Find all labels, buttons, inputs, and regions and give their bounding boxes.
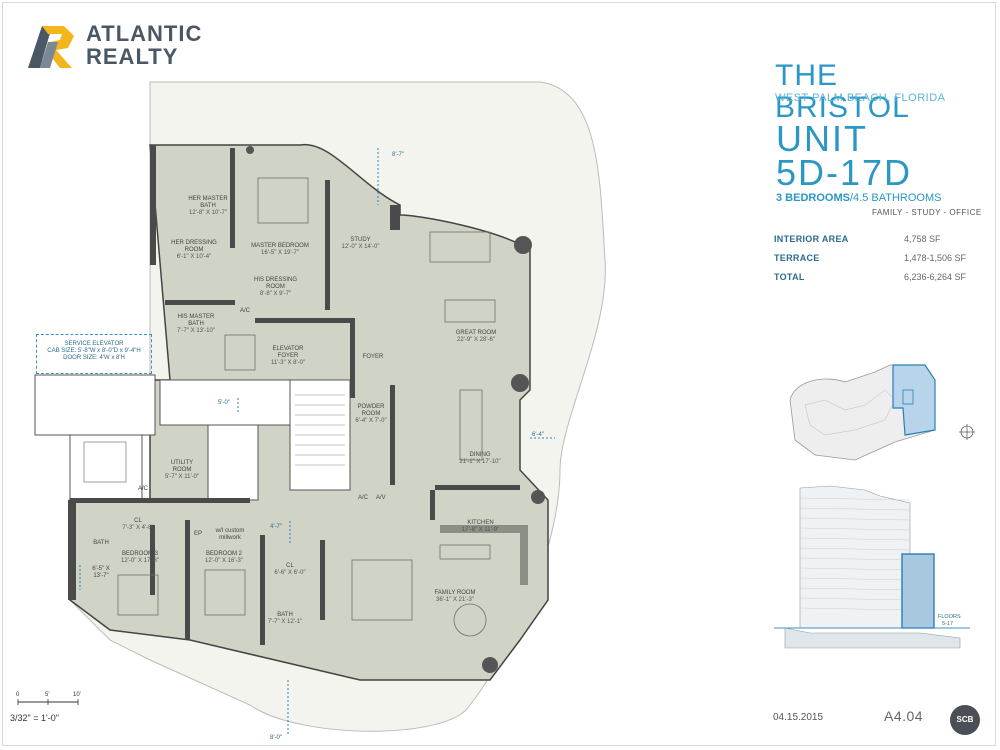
unit-label: UNIT: [776, 118, 868, 159]
area-value: 1,478-1,506 SF: [904, 253, 967, 263]
room-closet-2: CL6'-6" x 6'-0": [274, 563, 306, 576]
service-elevator-callout: SERVICE ELEVATOR CAB SIZE: 5'-8"W x 8'-0…: [36, 334, 152, 374]
area-name: TOTAL: [774, 272, 805, 282]
atlantic-realty-logo[interactable]: ATLANTIC REALTY: [28, 22, 228, 72]
dimension-label: 4'-7": [270, 524, 282, 530]
ep-label: EP: [194, 531, 203, 537]
ac-label: A/C: [138, 486, 149, 492]
area-value: 4,758 SF: [904, 234, 941, 244]
floors-label: FLOORS: [938, 614, 961, 620]
unit-extras: FAMILY - STUDY - OFFICE: [872, 208, 982, 217]
scale-label: 3/32" = 1'-0": [10, 713, 59, 723]
room-bath-3: BATH: [93, 540, 109, 546]
bedrooms-count: 3 BEDROOMS: [776, 192, 850, 204]
unit-code: 5D-17D: [776, 152, 913, 193]
unit-rooms: 3 BEDROOMS/4.5 BATHROOMS: [776, 192, 941, 204]
sheet-number: A4.04: [884, 708, 924, 724]
scale-tick: 10': [73, 692, 81, 698]
structural-columns: [246, 146, 545, 673]
room-bedroom-3: BEDROOM 312'-0" x 17'-8": [121, 551, 159, 564]
floor-plan: [34, 81, 606, 735]
drawing-date: 04.15.2015: [773, 712, 824, 723]
millwork-note: w/I custom millwork: [215, 528, 245, 541]
area-name: TERRACE: [774, 253, 820, 263]
area-name: INTERIOR AREA: [774, 234, 849, 244]
dimension-label: 8'-0": [270, 735, 282, 741]
dimension-label: 6'-4": [532, 432, 544, 438]
stair: [295, 394, 345, 466]
ac-label: A/C: [358, 495, 369, 501]
logo-mark-icon: [28, 26, 74, 68]
ac-label: A/C: [240, 308, 251, 314]
dimension-label: 5'-0": [218, 400, 230, 406]
av-label: A/V: [376, 495, 386, 501]
building-elevation: FLOORS 5-17: [774, 485, 970, 649]
area-row: TOTAL 6,236-6,264 SF: [774, 272, 979, 291]
room-bedroom-2: BEDROOM 212'-0" x 16'-3": [205, 551, 243, 564]
area-row: TERRACE 1,478-1,506 SF: [774, 253, 979, 272]
project-name: THE BRISTOL: [775, 59, 910, 124]
area-table: INTERIOR AREA 4,758 SF TERRACE 1,478-1,5…: [774, 234, 979, 291]
project-location: WEST PALM BEACH, FLORIDA: [775, 92, 946, 104]
room-foyer: FOYER: [362, 354, 384, 360]
bathrooms-count: /4.5 BATHROOMS: [849, 192, 942, 204]
key-plan: [789, 364, 975, 461]
area-row: INTERIOR AREA 4,758 SF: [774, 234, 979, 253]
scale-bar: 0 5' 10': [16, 692, 81, 705]
brand-name-line1: ATLANTIC: [86, 21, 203, 46]
floors-range: 5-17: [942, 621, 953, 627]
scb-badge: SCB: [950, 705, 980, 735]
area-value: 6,236-6,264 SF: [904, 272, 967, 282]
dimension-label: 8'-7": [392, 152, 404, 158]
brand-name-line2: REALTY: [86, 44, 179, 69]
scale-tick: 0: [16, 692, 20, 698]
room-bath-3-dim: 6'-5" x 13'-7": [92, 566, 110, 579]
room-closet-1: CL7'-3" x 4'-8": [122, 518, 154, 531]
scale-tick: 5': [45, 692, 49, 698]
